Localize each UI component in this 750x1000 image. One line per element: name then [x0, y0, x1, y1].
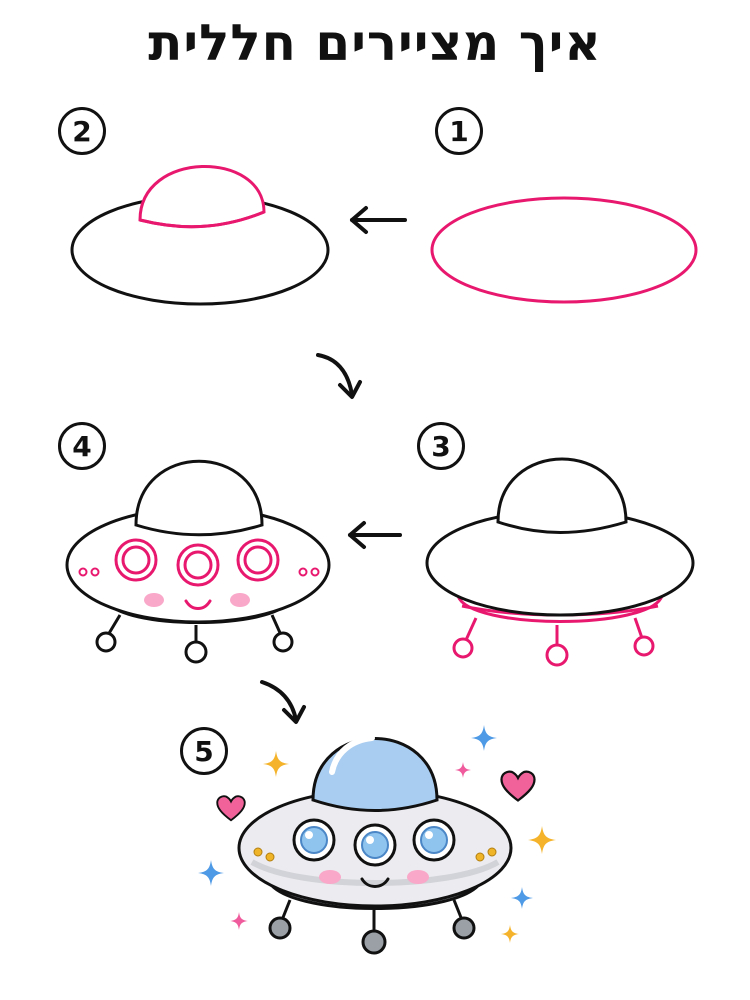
curved-arrow-icon — [316, 353, 362, 399]
arrow-left-icon — [350, 206, 407, 234]
page-title: איך מציירים חללית — [148, 14, 602, 72]
step-5-drawing — [237, 735, 513, 955]
sparkle-icon — [511, 887, 533, 909]
step-4-drawing — [65, 459, 331, 664]
step-3-badge: 3 — [417, 422, 465, 470]
sparkle-icon — [501, 925, 519, 943]
arrow-left-icon — [348, 521, 402, 549]
step-3-drawing — [425, 457, 695, 667]
step-4-badge: 4 — [58, 422, 106, 470]
step-1-drawing — [430, 196, 698, 304]
step-2-badge: 2 — [58, 107, 106, 155]
curved-arrow-icon — [260, 680, 306, 724]
step-1-badge: 1 — [435, 107, 483, 155]
heart-icon — [500, 770, 536, 802]
sparkle-icon — [455, 762, 471, 778]
sparkle-icon — [528, 826, 556, 854]
sparkle-icon — [230, 912, 248, 930]
sparkle-icon — [263, 751, 289, 777]
step-2-drawing — [70, 165, 330, 306]
step-5-badge: 5 — [180, 727, 228, 775]
heart-icon — [216, 795, 246, 822]
sparkle-icon — [471, 725, 497, 751]
sparkle-icon — [198, 860, 224, 886]
